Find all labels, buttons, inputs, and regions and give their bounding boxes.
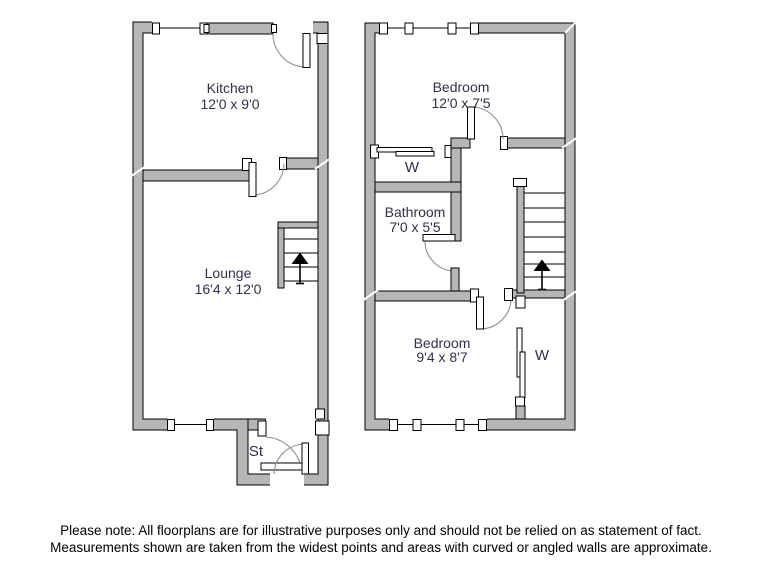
storage-door-arc [265,436,301,464]
bathroom-label: Bathroom [385,204,446,220]
first-bottom-window [389,418,487,432]
wall-break-mark [314,157,332,170]
bedroom-back-label: Bedroom [414,335,471,351]
ground-bottom-window [167,408,325,432]
bathroom-door [422,234,460,293]
lounge-entry-opening [257,418,330,437]
ground-staircase [277,221,319,289]
lounge-door-arc [254,163,285,196]
kitchen-dims: 12'0 x 9'0 [200,96,259,112]
bathroom-door-leaf [422,234,456,242]
lounge-label: Lounge [205,265,252,281]
kitchen-door-leaf [302,33,311,68]
disclaimer-text: Please note: All floorplans are for illu… [0,522,762,556]
lounge-dims: 16'4 x 12'0 [195,281,262,297]
stairs-up-arrow [533,259,551,291]
ground-top-window-and-door [152,21,329,68]
wardrobe-back-label: W [535,347,550,364]
disclaimer-line-2: Measurements shown are taken from the wi… [50,540,712,555]
storage-label: St [249,443,264,460]
wall-break-mark [564,20,578,34]
wall-break-mark [361,289,379,302]
wall-break-mark [129,165,147,178]
first-outer-walls [364,22,576,431]
bedroom-front-door-leaf [467,106,475,140]
wardrobe-front-sliding-doors [370,144,454,159]
bathroom-dims: 7'0 x 5'5 [389,219,440,235]
ground-floor-plan: Kitchen 12'0 x 9'0 Lounge 16'4 x 12'0 St [129,21,332,487]
first-top-window [379,22,479,36]
bedroom-front-label: Bedroom [433,79,490,95]
bathroom-door-arc [424,240,456,272]
bedroom-front-door-arc [470,106,504,140]
stairs-up-arrow [291,252,309,285]
first-floor-plan: Bedroom 12'0 x 7'5 Bathroom 7'0 x 5'5 Be… [361,20,579,432]
wall-break-mark [561,289,579,302]
bedroom-back-door-leaf [476,296,484,330]
lounge-door-leaf [248,162,257,197]
wardrobe-front-label: W [405,159,420,176]
kitchen-lounge-divider [142,157,319,197]
front-door-leaf [301,442,309,475]
disclaimer-line-1: Please note: All floorplans are for illu… [60,523,702,538]
front-door-arc [273,443,305,475]
kitchen-door-arc [272,33,307,68]
back-bedroom-divider-and-door [374,288,566,330]
bedroom-front-dims: 12'0 x 7'5 [431,95,490,111]
bedroom-back-door-arc [479,296,512,330]
first-staircase [513,178,565,309]
wall-break-mark [561,136,579,149]
kitchen-label: Kitchen [207,80,254,96]
bedroom-back-dims: 9'4 x 8'7 [416,349,467,365]
wardrobe-bathroom-divider [374,181,462,193]
storage-and-front-door [260,436,309,487]
landing-walls-and-bedroom-door [450,106,566,242]
storage-door-leaf [260,462,304,471]
wardrobe-back-sliding-doors [515,327,526,420]
